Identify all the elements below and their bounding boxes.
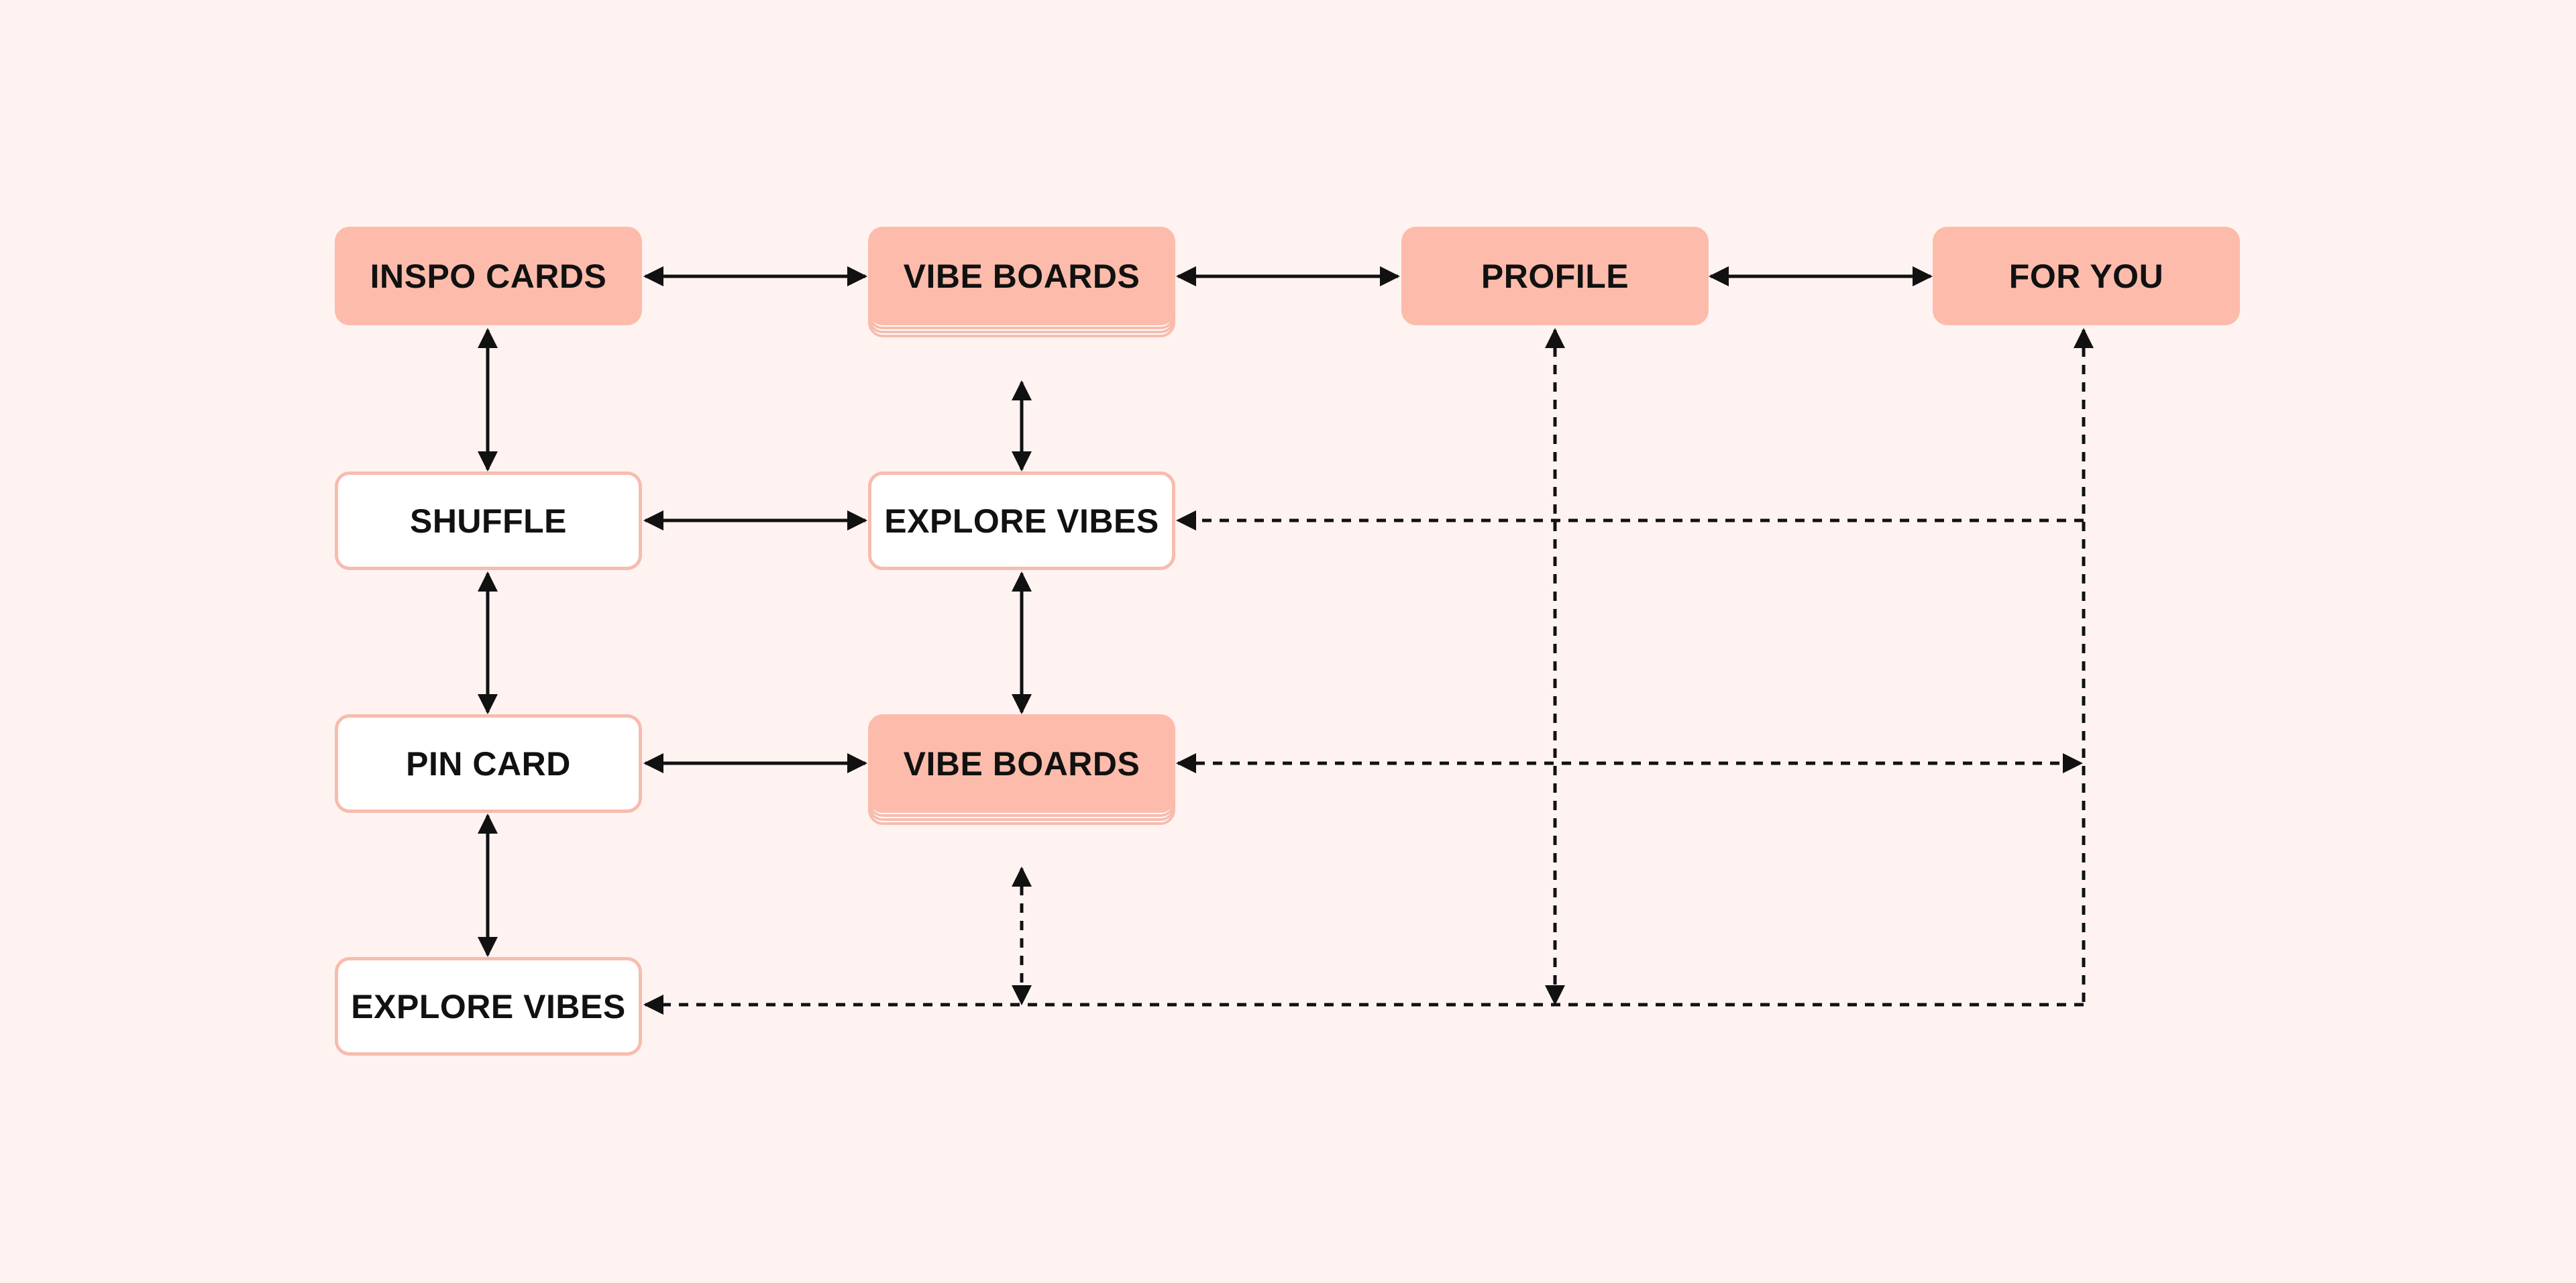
stack-vibe-boards-top[interactable]: VIBE BOARDS xyxy=(868,227,1175,381)
node-vibe-boards-top[interactable]: VIBE BOARDS xyxy=(868,227,1175,325)
node-vibe-boards-bottom[interactable]: VIBE BOARDS xyxy=(868,714,1175,813)
node-for-you[interactable]: FOR YOU xyxy=(1933,227,2240,325)
node-label: INSPO CARDS xyxy=(370,257,607,295)
node-label: SHUFFLE xyxy=(409,502,568,540)
node-label: FOR YOU xyxy=(2008,257,2164,295)
node-shuffle[interactable]: SHUFFLE xyxy=(335,471,642,570)
node-label: VIBE BOARDS xyxy=(903,744,1140,783)
node-profile[interactable]: PROFILE xyxy=(1401,227,1709,325)
node-label: PIN CARD xyxy=(406,744,571,783)
node-explore-vibes-mid[interactable]: EXPLORE VIBES xyxy=(868,471,1175,570)
node-explore-vibes-bottom[interactable]: EXPLORE VIBES xyxy=(335,957,642,1056)
node-label: EXPLORE VIBES xyxy=(884,502,1159,540)
node-label: EXPLORE VIBES xyxy=(351,987,626,1025)
node-label: PROFILE xyxy=(1481,257,1629,295)
node-label: VIBE BOARDS xyxy=(903,257,1140,295)
node-pin-card[interactable]: PIN CARD xyxy=(335,714,642,813)
node-inspo-cards[interactable]: INSPO CARDS xyxy=(335,227,642,325)
stack-vibe-boards-bottom[interactable]: VIBE BOARDS xyxy=(868,714,1175,869)
